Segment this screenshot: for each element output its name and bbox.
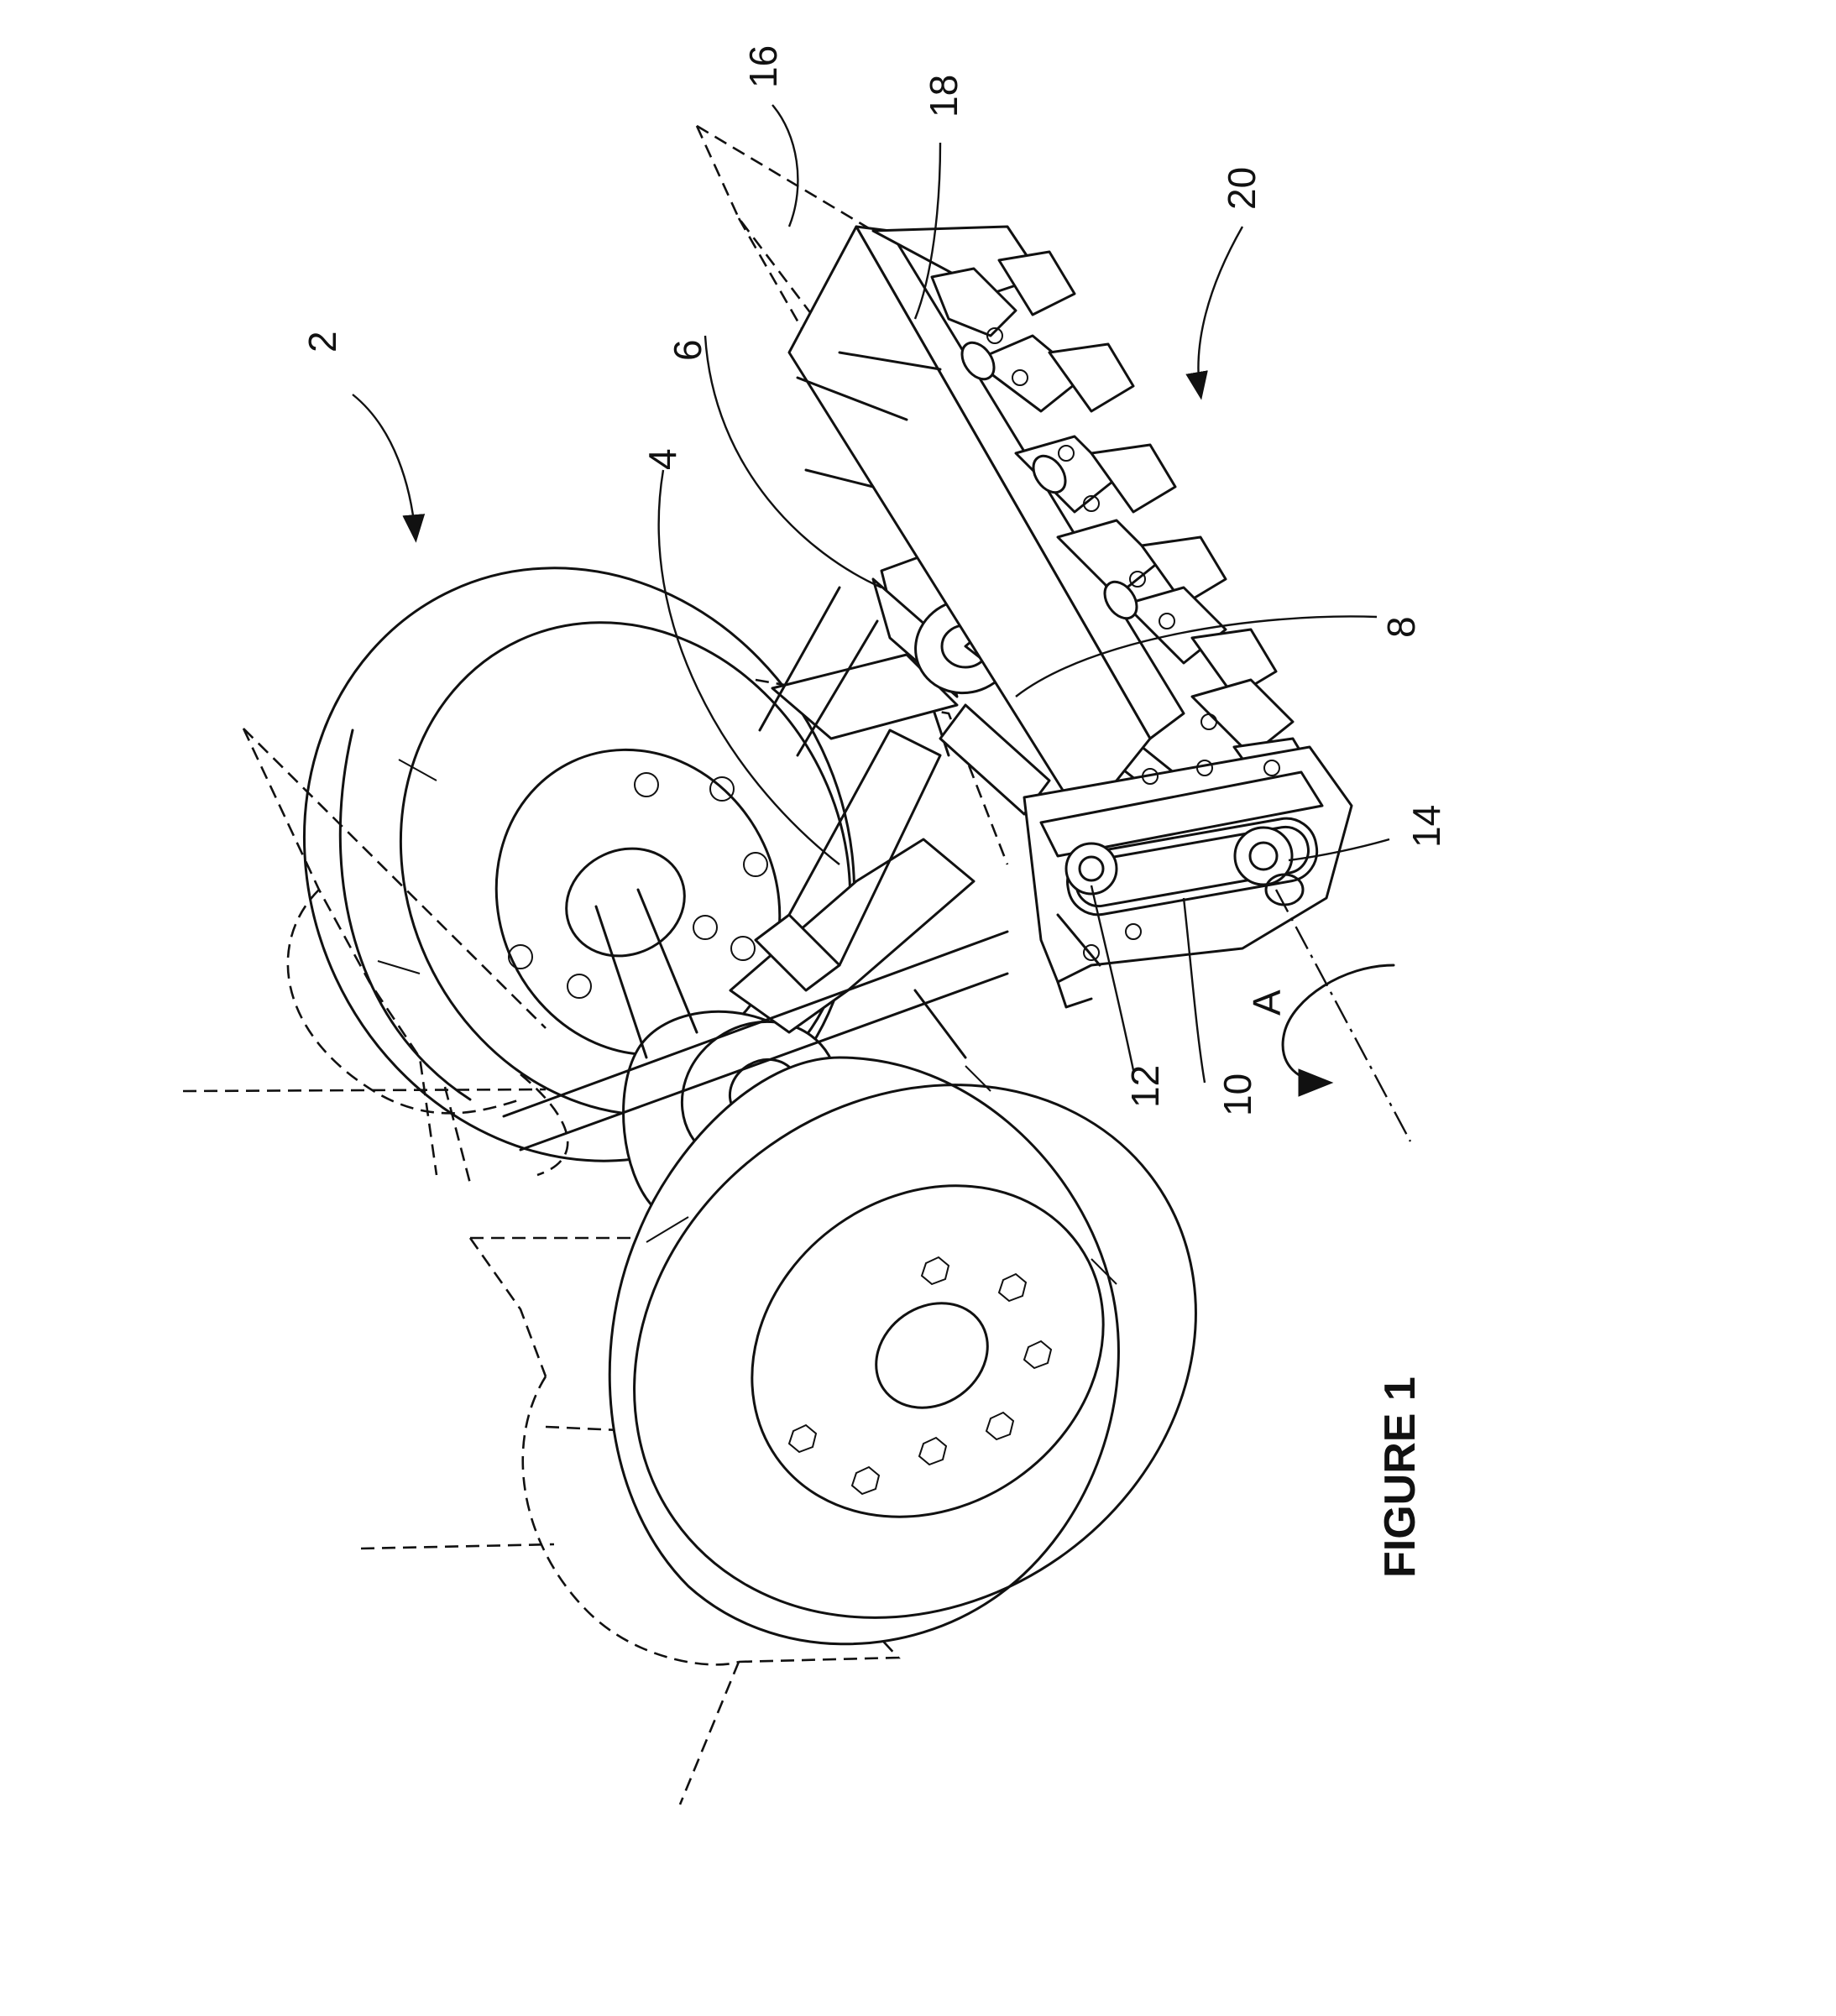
ref-label-14: 14 — [1404, 805, 1448, 848]
ref-label-8: 8 — [1379, 616, 1423, 638]
ref-label-18: 18 — [922, 75, 965, 118]
ref-label-16: 16 — [741, 45, 785, 88]
ref-label-10: 10 — [1216, 1073, 1259, 1116]
ref-label-2: 2 — [301, 331, 344, 353]
sprocket-upper — [1235, 828, 1292, 885]
callout-16: 16 — [741, 45, 798, 227]
ref-label-6: 6 — [666, 339, 709, 361]
rear-wheel-lug-nuts — [509, 773, 767, 998]
figure-caption: FIGURE 1 — [1376, 1376, 1425, 1578]
callout-4: 4 — [641, 448, 840, 864]
callout-2: 2 — [301, 331, 416, 537]
ref-label-20: 20 — [1220, 167, 1263, 210]
rotation-axis-a — [1276, 890, 1410, 1141]
ref-label-A: A — [1245, 990, 1289, 1016]
callout-A: A — [1245, 990, 1289, 1016]
ref-label-4: 4 — [641, 448, 684, 470]
ref-label-12: 12 — [1123, 1065, 1167, 1108]
callout-20: 20 — [1198, 167, 1263, 394]
